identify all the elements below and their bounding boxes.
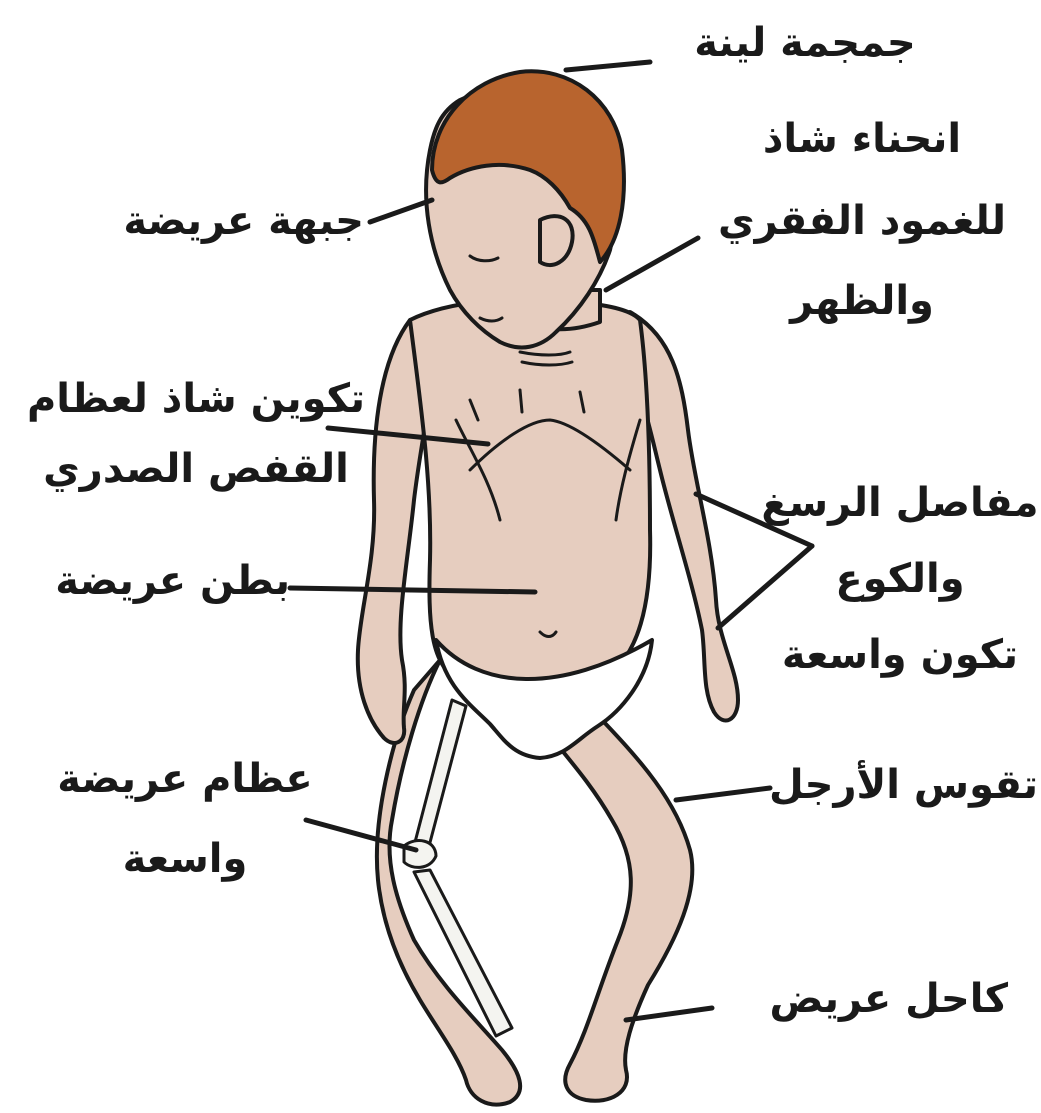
label-wide-ankle: كاحل عريض xyxy=(708,966,1008,1032)
knee-joint xyxy=(404,841,436,868)
torso xyxy=(410,299,650,693)
label-spine-line3: والظهر xyxy=(696,268,1028,334)
leader-spine xyxy=(606,238,698,290)
label-spine-line2: للغمود الفقري xyxy=(696,188,1028,254)
label-ribcage-line2: القفص الصدري xyxy=(12,436,380,502)
label-wrist-line2: والكوع xyxy=(760,546,1040,612)
label-wide-belly: بطن عريضة xyxy=(10,548,290,614)
leader-bowed-legs xyxy=(676,788,770,800)
leader-soft-skull xyxy=(566,62,650,70)
label-soft-skull: جمجمة لينة xyxy=(640,10,970,76)
label-bowed-legs: تقوس الأرجل xyxy=(760,752,1038,818)
label-bones-line2: واسعة xyxy=(20,826,350,892)
label-wide-forehead: جبهة عريضة xyxy=(40,188,364,254)
label-ribcage-line1: تكوين شاذ لعظام xyxy=(12,366,380,432)
right-leg xyxy=(560,720,692,1101)
label-wrist-line1: مفاصل الرسغ xyxy=(760,470,1040,536)
leader-forehead xyxy=(370,200,432,222)
label-spine-line1: انحناء شاذ xyxy=(696,106,1028,172)
label-wrist-line3: تكون واسعة xyxy=(760,622,1040,688)
femur-bone xyxy=(414,700,466,850)
label-bones-line1: عظام عريضة xyxy=(20,746,350,812)
